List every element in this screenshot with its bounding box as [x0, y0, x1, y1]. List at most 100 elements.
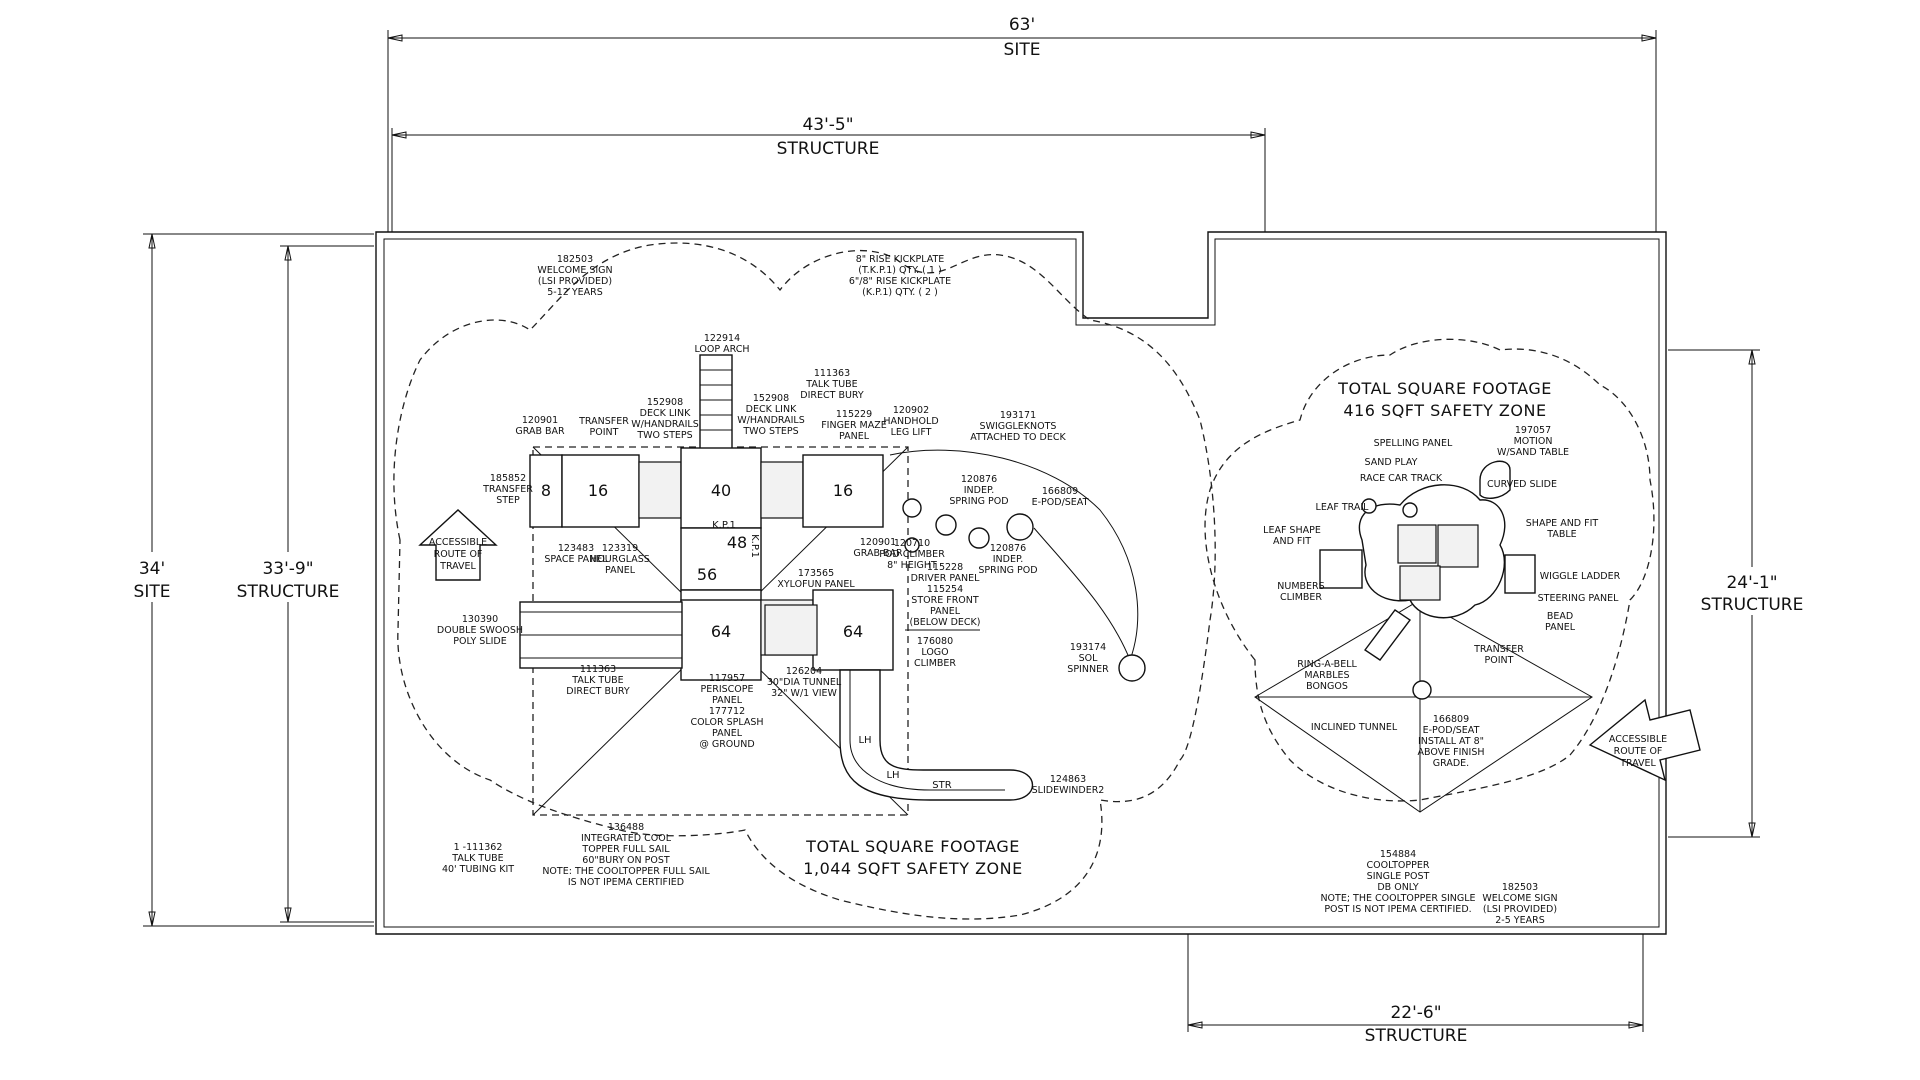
- dimension-bottom-width: 22'-6" STRUCTURE: [1187, 934, 1644, 1046]
- toddler-structure: [1319, 460, 1536, 700]
- loop-arch: [699, 354, 733, 451]
- right-zone-diamond: [1254, 599, 1593, 813]
- right-label-0: SPELLING PANEL: [1374, 438, 1453, 449]
- dimension-right-height: 24'-1" STRUCTURE: [1668, 349, 1804, 838]
- site-height-label: SITE: [134, 582, 171, 602]
- right-height-value: 24'-1": [1726, 573, 1777, 593]
- bottom-width-value: 22'-6": [1390, 1003, 1441, 1023]
- site-boundary-inner: [383, 238, 1660, 928]
- right-route-line3: TRAVEL: [1619, 758, 1656, 769]
- slide-mark-lh2: LH: [886, 770, 899, 781]
- bottom-width-label: STRUCTURE: [1365, 1026, 1468, 1046]
- deck-height-64b: 64: [843, 622, 863, 641]
- dimension-site-height: 34' SITE: [120, 233, 374, 927]
- right-route-line1: ACCESSIBLE: [1609, 734, 1667, 745]
- left-route-line2: ROUTE OF: [434, 549, 483, 560]
- structure-height-label: STRUCTURE: [237, 582, 340, 602]
- right-total-value: 416 SQFT SAFETY ZONE: [1343, 401, 1546, 420]
- right-route-line2: ROUTE OF: [1614, 746, 1663, 757]
- right-label-5: LEAF TRAIL: [1316, 502, 1370, 513]
- dimension-site-width: 63' SITE: [387, 15, 1657, 232]
- left-accessible-route-arrow: ACCESSIBLE ROUTE OF TRAVEL: [418, 509, 498, 581]
- kp-mark-2: K.P.1: [749, 534, 760, 558]
- pod-circle-1: [902, 498, 922, 518]
- left-label-1: 8" RISE KICKPLATE(T.K.P.1) QTY. ( 1 )6"/…: [849, 254, 951, 298]
- pod-circle-2: [935, 514, 957, 536]
- kp-mark-1: K.P.1: [712, 520, 736, 531]
- deck-height-16b: 16: [833, 481, 853, 500]
- double-swoosh-slide: [519, 601, 683, 669]
- structure-width-label: STRUCTURE: [777, 139, 880, 159]
- dimension-structure-width: 43'-5" STRUCTURE: [391, 115, 1266, 232]
- site-height-value: 34': [139, 559, 165, 579]
- deck-height-8: 8: [541, 481, 551, 500]
- epod-seat-left: [1006, 513, 1034, 541]
- left-safety-zone-outline: [393, 242, 1216, 920]
- swiggleknots-arc: [889, 449, 1139, 661]
- deck-height-16a: 16: [588, 481, 608, 500]
- left-total-value: 1,044 SQFT SAFETY ZONE: [803, 859, 1022, 878]
- pod-climber: [904, 537, 920, 553]
- right-height-label: STRUCTURE: [1701, 595, 1804, 615]
- right-label-4: CURVED SLIDE: [1487, 479, 1557, 490]
- right-safety-zone-outline: [1204, 338, 1655, 802]
- site-width-value: 63': [1009, 15, 1035, 35]
- spinner-line: [1033, 527, 1131, 661]
- left-route-line1: ACCESSIBLE: [429, 537, 487, 548]
- right-label-10: STEERING PANEL: [1538, 593, 1619, 604]
- structure-width-value: 43'-5": [802, 115, 853, 135]
- slide-mark-str: STR: [932, 780, 951, 791]
- deck-height-40: 40: [711, 481, 731, 500]
- dimension-structure-height: 33'-9" STRUCTURE: [230, 245, 374, 923]
- structure-height-value: 33'-9": [262, 559, 313, 579]
- deck-height-48: 48: [727, 533, 747, 552]
- left-total-title: TOTAL SQUARE FOOTAGE: [805, 837, 1020, 856]
- site-boundary: [375, 231, 1667, 935]
- right-label-8: WIGGLE LADDER: [1540, 571, 1621, 582]
- right-label-14: INCLINED TUNNEL: [1311, 722, 1398, 733]
- right-label-3: RACE CAR TRACK: [1360, 473, 1443, 484]
- sol-spinner: [1118, 654, 1146, 682]
- site-width-label: SITE: [1004, 40, 1041, 60]
- slidewinder-slide: LH LH STR: [839, 669, 1034, 801]
